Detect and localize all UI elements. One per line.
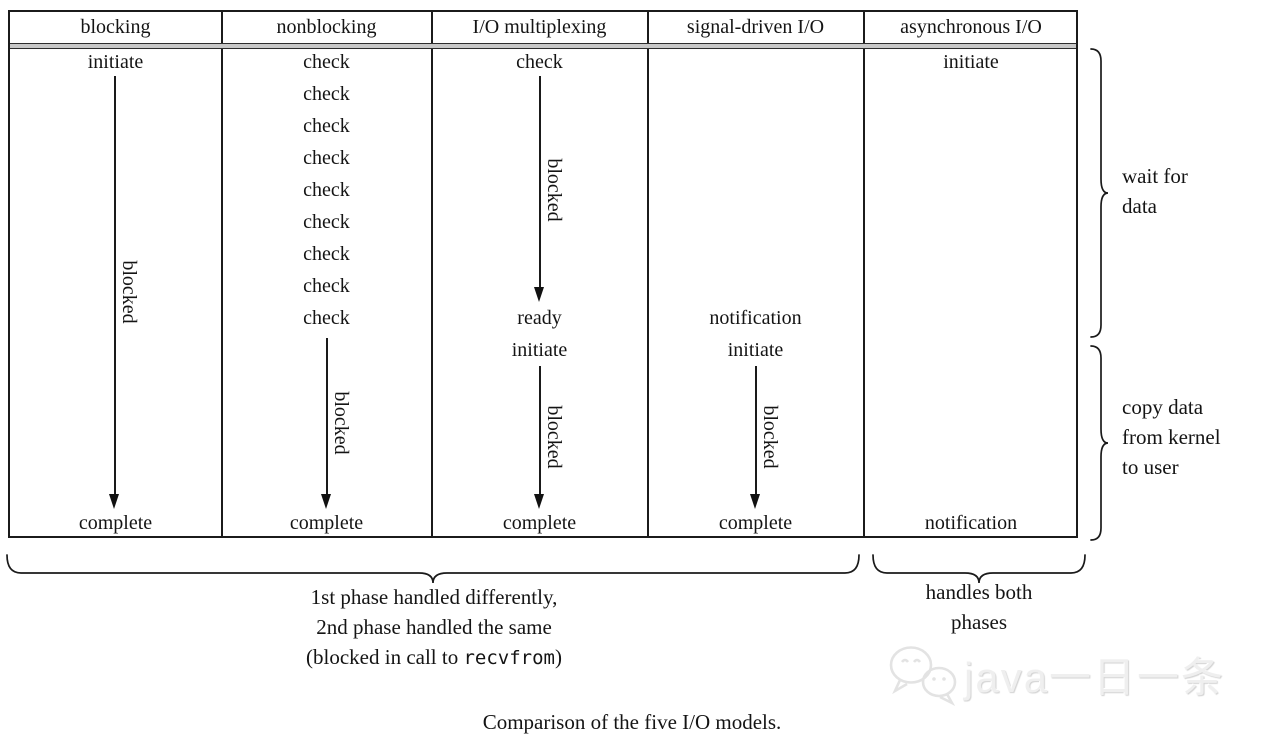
figure-caption: Comparison of the five I/O models.	[482, 710, 782, 734]
nonblocking-check-label: check	[303, 307, 350, 329]
column-divider-4	[863, 12, 865, 536]
multiplexing-arrowhead2-icon	[534, 494, 544, 509]
phase-note: 1st phase handled differently, 2nd phase…	[160, 582, 708, 673]
table-frame	[8, 10, 1078, 538]
blocking-arrowhead-icon	[109, 494, 119, 509]
wait-note-line1: wait for	[1122, 164, 1188, 188]
blocking-complete-label: complete	[78, 512, 153, 534]
multiplexing-arrowhead1-icon	[534, 287, 544, 302]
multiplexing-check-label: check	[516, 51, 563, 73]
nonblocking-check-label: check	[303, 243, 350, 265]
column-divider-1	[221, 12, 223, 536]
column-header-blocking: blocking	[80, 16, 151, 38]
nonblocking-complete-label: complete	[289, 512, 364, 534]
wait-note-line2: data	[1122, 194, 1157, 218]
wait-for-data-brace	[1090, 48, 1109, 338]
handles-both-brace	[872, 554, 1086, 584]
copy-data-brace	[1090, 345, 1109, 541]
blocking-blocked-label: blocked	[118, 260, 140, 324]
wechat-icon	[889, 646, 957, 706]
handles-both-note: handles both phases	[873, 577, 1085, 637]
multiplexing-arrow2-line	[539, 366, 541, 496]
nonblocking-arrowhead-icon	[321, 494, 331, 509]
header-double-rule	[10, 43, 1076, 49]
blocking-arrow-line	[114, 76, 116, 496]
signal-arrowhead-icon	[750, 494, 760, 509]
handles-both-line2: phases	[951, 610, 1007, 634]
multiplexing-ready-label: ready	[517, 307, 562, 329]
signal-notification-label: notification	[709, 307, 802, 329]
copy-data-note: copy data from kernel to user	[1122, 392, 1221, 482]
async-initiate-label: initiate	[943, 51, 999, 73]
handles-both-line1: handles both	[925, 580, 1033, 604]
column-header-asynchronous: asynchronous I/O	[900, 16, 1042, 38]
nonblocking-check-label: check	[303, 51, 350, 73]
blocking-initiate-label: initiate	[87, 51, 144, 73]
nonblocking-check-label: check	[303, 115, 350, 137]
watermark-text: java一日一条	[964, 653, 1226, 701]
phase-note-line1: 1st phase handled differently,	[310, 585, 558, 609]
multiplexing-blocked2-label: blocked	[543, 405, 565, 469]
phase-note-line3-suffix: )	[554, 645, 562, 669]
copy-note-line1: copy data	[1122, 395, 1204, 419]
column-divider-3	[647, 12, 649, 536]
phase-note-line2: 2nd phase handled the same	[316, 615, 552, 639]
async-notification-label: notification	[924, 512, 1018, 534]
copy-note-line2: from kernel	[1122, 425, 1221, 449]
multiplexing-complete-label: complete	[502, 512, 577, 534]
multiplexing-arrow1-line	[539, 76, 541, 289]
nonblocking-blocked-label: blocked	[330, 391, 352, 455]
nonblocking-check-label: check	[303, 147, 350, 169]
multiplexing-initiate-label: initiate	[511, 339, 568, 361]
phase-note-line3: (blocked in call to recvfrom)	[160, 642, 708, 673]
signal-arrow-line	[755, 366, 757, 496]
nonblocking-check-label: check	[303, 211, 350, 233]
copy-note-line3: to user	[1122, 455, 1179, 479]
watermark: java一日一条	[886, 642, 1225, 706]
phase-note-line3-prefix: (blocked in call to	[306, 645, 464, 669]
nonblocking-check-label: check	[303, 83, 350, 105]
column-header-nonblocking: nonblocking	[276, 16, 377, 38]
column-divider-2	[431, 12, 433, 536]
first-phase-brace	[6, 554, 860, 584]
column-header-signal-driven: signal-driven I/O	[686, 16, 825, 38]
wait-for-data-note: wait for data	[1122, 161, 1188, 221]
nonblocking-check-label: check	[303, 275, 350, 297]
signal-initiate-label: initiate	[727, 339, 784, 361]
signal-complete-label: complete	[718, 512, 793, 534]
multiplexing-blocked1-label: blocked	[543, 158, 565, 222]
signal-blocked-label: blocked	[759, 405, 781, 469]
recvfrom-code: recvfrom	[463, 647, 555, 669]
nonblocking-arrow-line	[326, 338, 328, 496]
nonblocking-check-label: check	[303, 179, 350, 201]
column-header-multiplexing: I/O multiplexing	[472, 16, 607, 38]
